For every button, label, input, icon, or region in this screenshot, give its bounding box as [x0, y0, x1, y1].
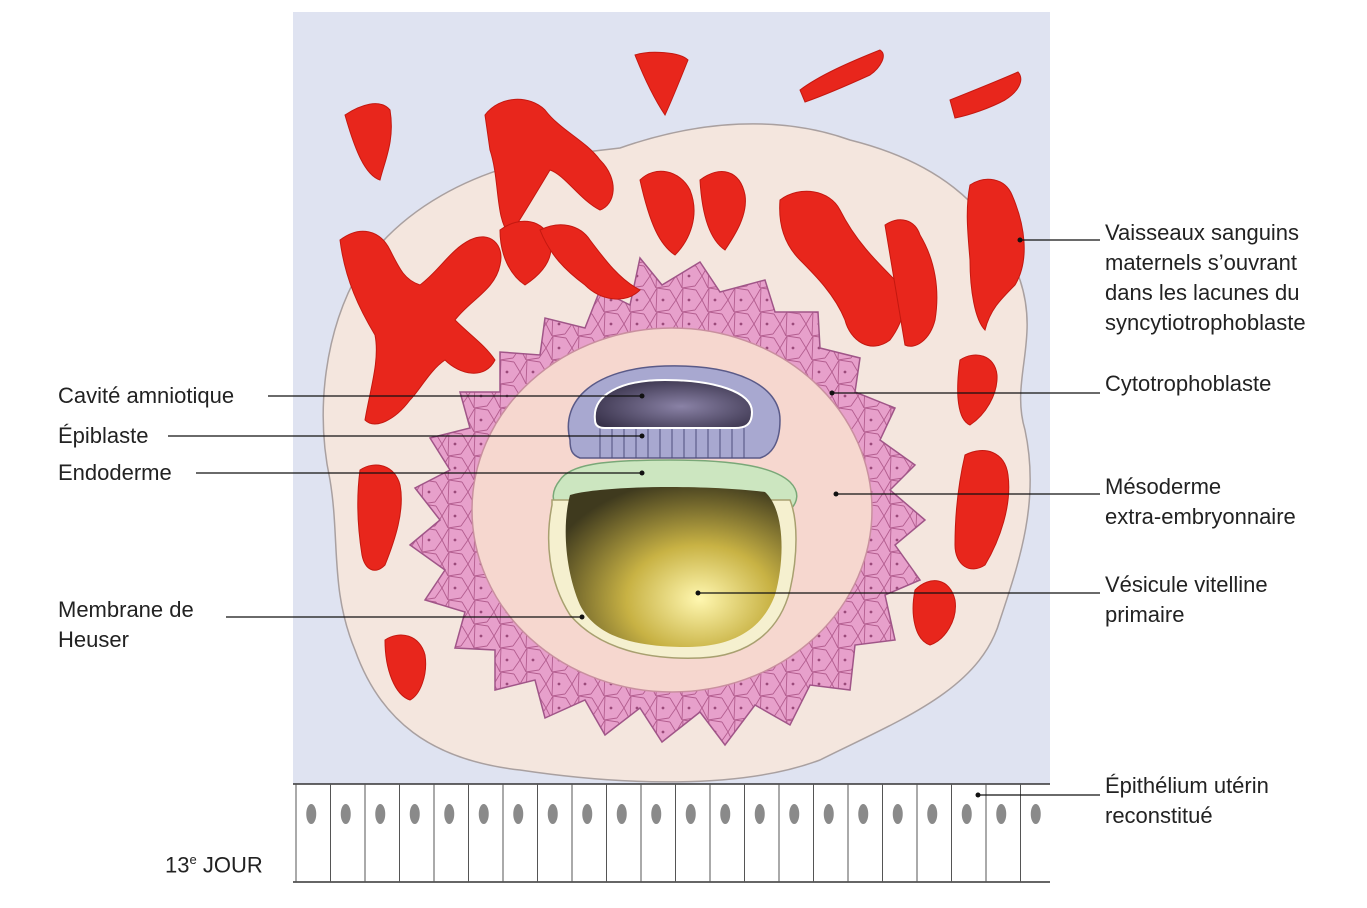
epithelial-nucleus	[444, 804, 454, 824]
epithelial-nucleus	[375, 804, 385, 824]
epithelial-nucleus	[617, 804, 627, 824]
label-line: Mésoderme	[1105, 472, 1296, 502]
epithelial-nucleus	[789, 804, 799, 824]
epithelial-nucleus	[755, 804, 765, 824]
label-line: maternels s’ouvrant	[1105, 248, 1306, 278]
epithelial-nucleus	[306, 804, 316, 824]
epithelial-nucleus	[686, 804, 696, 824]
label-line: Membrane de	[58, 595, 194, 625]
label-line: extra-embryonnaire	[1105, 502, 1296, 532]
epithelial-nucleus	[824, 804, 834, 824]
epithelial-nucleus	[996, 804, 1006, 824]
label-epiblaste: Épiblaste	[58, 421, 149, 451]
day-text: JOUR	[197, 852, 263, 877]
day-suffix: e	[189, 852, 196, 867]
label-line: Vaisseaux sanguins	[1105, 218, 1306, 248]
label-vaisseaux: Vaisseaux sanguins maternels s’ouvrant d…	[1105, 218, 1306, 338]
epithelial-nucleus	[548, 804, 558, 824]
uterine-epithelium	[293, 784, 1050, 882]
label-cytotrophoblaste: Cytotrophoblaste	[1105, 369, 1271, 399]
epithelial-nucleus	[513, 804, 523, 824]
epithelial-nucleus	[858, 804, 868, 824]
epithelial-nucleus	[410, 804, 420, 824]
epithelial-nucleus	[341, 804, 351, 824]
day-number: 13	[165, 852, 189, 877]
label-membrane-heuser: Membrane de Heuser	[58, 595, 194, 655]
label-line: primaire	[1105, 600, 1268, 630]
epithelial-nucleus	[1031, 804, 1041, 824]
epithelial-nucleus	[582, 804, 592, 824]
epithelial-nucleus	[651, 804, 661, 824]
label-mesoderme: Mésoderme extra-embryonnaire	[1105, 472, 1296, 532]
label-line: reconstitué	[1105, 801, 1269, 831]
epithelial-nucleus	[893, 804, 903, 824]
epithelial-nucleus	[927, 804, 937, 824]
label-endoderme: Endoderme	[58, 458, 172, 488]
label-vesicule: Vésicule vitelline primaire	[1105, 570, 1268, 630]
epithelial-nucleus	[962, 804, 972, 824]
epithelial-nucleus	[720, 804, 730, 824]
label-line: dans les lacunes du	[1105, 278, 1306, 308]
day-label: 13e JOUR	[165, 852, 263, 878]
label-line: Heuser	[58, 625, 194, 655]
primary-yolk-vesicle	[566, 487, 782, 647]
label-epithelium: Épithélium utérin reconstitué	[1105, 771, 1269, 831]
label-line: syncytiotrophoblaste	[1105, 308, 1306, 338]
label-line: Vésicule vitelline	[1105, 570, 1268, 600]
label-cavite-amniotique: Cavité amniotique	[58, 381, 234, 411]
epithelial-nucleus	[479, 804, 489, 824]
label-line: Épithélium utérin	[1105, 771, 1269, 801]
